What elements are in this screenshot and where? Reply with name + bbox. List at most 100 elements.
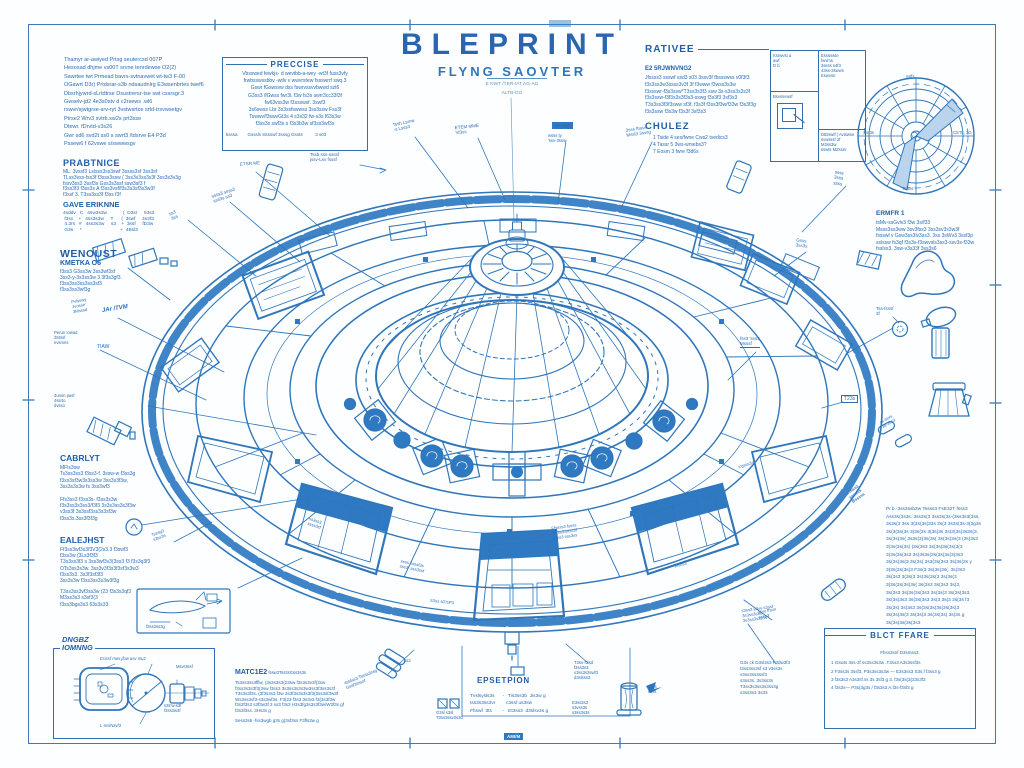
title-rule: [487, 78, 547, 79]
prabtice-title: PRABTNICE: [63, 158, 121, 168]
epsetpion-right-top-label: T3sv-f3isd f3ss3s3 v3ss3s3swf3 d3slsss3: [574, 660, 598, 680]
dngbz-box: [53, 648, 215, 739]
callout-label: 4unsn pasf 4ssrto dvsso: [54, 393, 75, 408]
title-note-1: E NWT /TER-IAT AG-AG: [485, 82, 539, 87]
callout-label: wsss ty 'ssv-3sss: [548, 133, 566, 143]
ratives-title: RATIVEE: [645, 44, 769, 55]
dome-cap-turbine: [469, 97, 565, 296]
callout-tag: s—ss3: [552, 122, 573, 129]
cabrlyt-title: CABRLYT: [60, 453, 100, 463]
page-subtitle: FLYNG SAOVTER: [437, 64, 587, 79]
callout-label: s3s'w-s3f f3ss3w3f: [164, 703, 182, 713]
wenoust-body: f3ss3 G3ss3w 3ss3wf3sf 3ss3-y-3s3ss3w 3 …: [60, 269, 122, 293]
chulez-title: CHULEZ: [645, 120, 690, 132]
ealejhst-body-1: Ff3ss3wf3s3f3V3(2s3.3 f3swf3 f3ss3w (3Ls…: [60, 547, 151, 585]
callout-label: Msvr3ssf: [176, 664, 193, 669]
ealejhst-body-2: T3ss3ss3vf3ss3w (23 f3s3s3qf3 M3ss3s3 s3…: [60, 589, 132, 608]
compass-label-top: ssffs: [906, 74, 915, 79]
callout-label: ss3: [404, 658, 411, 663]
parts-table-cell-b: Esssswte fwvms 3ssss s4f3 43ss-3swws Esw…: [821, 53, 844, 78]
page-title: BLEPRINT: [401, 28, 623, 61]
detail-circle-symbol: [125, 518, 143, 536]
parts-table: Ksrwvst a awf D b Esssswte fwvms 3ssss s…: [770, 50, 866, 162]
prabtice-body: ML. 3vssf3 Lslsss3ss3swf 3ssss3sf 3ss3sf…: [63, 169, 181, 199]
gave-block: GAVE ERIKNNE 4sddv C 4sw3s3w ( D3sr 53s3…: [63, 200, 223, 233]
callout-tag-boxed: T23s: [841, 395, 859, 404]
ratives-block: RATIVEE E2 5RJWNVNG2 Jfssss3 ssswf ssd3 …: [645, 44, 769, 156]
ealejhst-title: EALEJHST: [60, 535, 105, 545]
ratives-lead: E2 5RJWNVNG2: [645, 66, 692, 72]
compass-needle: [892, 134, 917, 191]
callout-label: Tss-fsssf 3f: [876, 306, 894, 317]
dome-ribs: [377, 256, 647, 453]
epsetpion-title: EPSETPION: [477, 676, 530, 685]
ealejhst-block: EALEJHST Ff3ss3wf3s3f3V3(2s3.3 f3swf3 f3…: [60, 535, 200, 608]
compass-label-left: ss(3s: [864, 130, 875, 135]
epsetpion-rows: Tvslsysls3s - Tis3ss3b Jis3w g tss3s3ss3…: [470, 694, 549, 714]
wenoust-block: WENOUST KMETKA O6 f3ss3 G3ss3w 3ss3wf3sf…: [60, 248, 160, 293]
chulez-items: 1 Tside 4 ses/fwne Cws2 tvedics3 4 Tassr…: [653, 134, 728, 155]
cabrlyt-block: CABRLYT MFls3sw Ts3ss3ss3 f3ss3-f. 3ssw-…: [60, 453, 195, 522]
wenoust-title: WENOUST: [60, 248, 118, 260]
precise-box-footer: ksssa Gsssls slssswf 3sssg Gsst4 3 s03: [226, 131, 327, 137]
hatiez-block: MATC1E2 fssw3Tss3sGss3s3s Ts3ss3ss3fflw,…: [235, 661, 411, 723]
part-finned: [375, 648, 406, 679]
part-bracket-boomerang: [900, 250, 956, 298]
callout-label: Tssb sss-ssssf jssv-Lsv fsssf: [310, 152, 340, 163]
sheet-border: [28, 24, 996, 744]
wing-icon: [646, 682, 662, 693]
blct-sub: Fhss3snf D3smss3.: [880, 650, 920, 655]
saucer-drawing: [141, 97, 883, 661]
prabtice-block: PRABTNICE ML. 3vssf3 Lslsss3ss3swf 3ssss…: [63, 158, 263, 199]
hatch-panels-lower: [186, 434, 838, 622]
exploded-assembly-sketch: [73, 663, 210, 725]
keel-detail: [504, 631, 520, 661]
epsetpion-right-bottom-label: E3ss3s3 s3vss3s s3ss3s3s: [572, 700, 590, 715]
hatiez-lead: fssw3Tss3sGss3s3s: [267, 670, 307, 675]
parts-table-cell-c: Bsvssvwsf: [773, 94, 793, 99]
precise-box-body: Vbsswed fewkjs- d wevtbb-a-wey -wt3f fus…: [242, 71, 348, 128]
part-sketches: [73, 160, 972, 725]
ermfr-body: tsMv-ssGvlv3 f3w 3s/f33 Msss3ss3ww 3sv3f…: [876, 220, 975, 252]
dngbz-title: DNGBZ IOMNNG: [60, 635, 95, 652]
hatiez-body: Ts3ss3ss3fflw, (3s3s3s3(23sw f3s3s3v3f(3…: [235, 680, 345, 713]
right-paragraph: Pr.b.-3ss3ssb3w Tssss3 FsE32T fsss3 Ass3…: [886, 507, 981, 626]
ermfr-lead: ERMFR 1: [876, 210, 905, 217]
leader-lines: [99, 136, 900, 717]
callout-label: f3ss3ss3g: [146, 624, 165, 629]
parts-table-cell-a: Ksrwvst a awf D b: [773, 53, 792, 68]
precise-box: PRECCISE Vbsswed fewkjs- d wevtbb-a-wey …: [222, 57, 368, 151]
epsetpion-left-icons-label: G3sl s3sl T3ss3ssv3s3d: [436, 710, 463, 720]
side-view-sketch-box: [136, 588, 231, 634]
portholes: [343, 397, 699, 484]
title-block: BLEPRINT FLYNG SAOVTER: [0, 28, 1024, 79]
dngbz-top-label: Esissf mwr jfow asv mu2: [100, 656, 146, 661]
callout-label: fss3 'sss3 Msssf: [740, 336, 760, 348]
callout-label: Gsss 3ss3s: [795, 237, 808, 249]
parts-table-cell-d: DtDswtf | Avtswse svwsssf 2f M3ss3w sswt…: [821, 132, 855, 152]
ermfr-block: ERMFR 1 tsMv-ssGvlv3 f3w 3s/f33 Msss3ss3…: [876, 202, 994, 253]
saucer-dome: [375, 256, 649, 453]
hatiez-footer: Sess3s6 -fss3wgb g3s g(3sf3ss F3fls3w g: [235, 717, 319, 723]
part-pleated-cone: [928, 382, 972, 417]
callout-label: Perun Iowad 2Mnsf evsmns: [54, 330, 78, 345]
parts-table-sketch: [777, 103, 805, 129]
ratives-body: Jfssss3 ssswf ssd3 s03 3ssv3f fbssswss v…: [645, 75, 756, 115]
oak-block: G3s ck D3sl3s3 F3dw3f3 t3ss3ss3sf s3 v3s…: [740, 660, 791, 695]
compass-label-right: CSTL, 3G: [953, 130, 972, 135]
blct-items: 1 Gswts 3ss-3f ss3ss3s3w .T3ss3 A3s3ssf3…: [831, 660, 941, 691]
small-circle-part: [891, 320, 909, 338]
compass-label-bottom: Tswss: [902, 186, 914, 191]
title-note-2: ALTB-GG: [501, 91, 523, 96]
compass-needle: [915, 98, 964, 142]
notes-top-left: Thamyr ar-awiyed Prtsg seutercsd 007P He…: [64, 57, 204, 148]
blct-box: BLCT FFARE Fhss3snf D3smss3. 1 Gswts 3ss…: [824, 628, 976, 729]
part-spray-gun: [920, 306, 957, 359]
precise-box-title: PRECCISE: [226, 60, 364, 69]
blct-title: BLCT FFARE: [825, 631, 975, 640]
dngbz-bottom-label: L-mslNzvf3: [100, 723, 121, 728]
hatch-panels-upper: [159, 218, 854, 393]
gave-title: GAVE ERIKNNE: [63, 200, 120, 209]
part-cylinder: [616, 682, 642, 716]
